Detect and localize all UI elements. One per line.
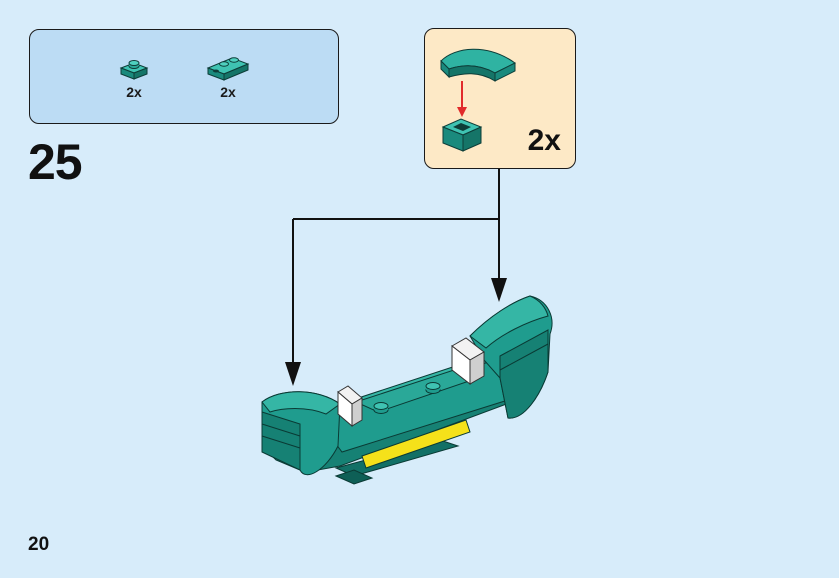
curved-slope-icon [440, 48, 516, 82]
plate-1x2-inverted-icon [206, 57, 250, 81]
parts-list-box: 2x 2x [29, 29, 339, 124]
tile-1x1-icon [441, 118, 483, 152]
step-number: 25 [28, 134, 83, 190]
plate-1x1-icon [119, 60, 149, 80]
part-item: 2x [198, 50, 258, 100]
stud [425, 382, 441, 394]
submodel-illustration [440, 48, 516, 152]
page-number: 20 [28, 534, 50, 555]
submodel-count: 2x [527, 124, 561, 157]
yellow-tile [361, 419, 471, 469]
arrow-left-head [285, 362, 301, 386]
arrow-left [292, 218, 499, 365]
red-arrow-icon [457, 81, 467, 117]
part-count: 2x [126, 84, 142, 100]
stud [373, 402, 389, 414]
part-count: 2x [220, 84, 236, 100]
submodel-box: 2x [424, 28, 576, 169]
part-item: 2x [114, 58, 154, 100]
arrow-right-head [491, 278, 507, 302]
